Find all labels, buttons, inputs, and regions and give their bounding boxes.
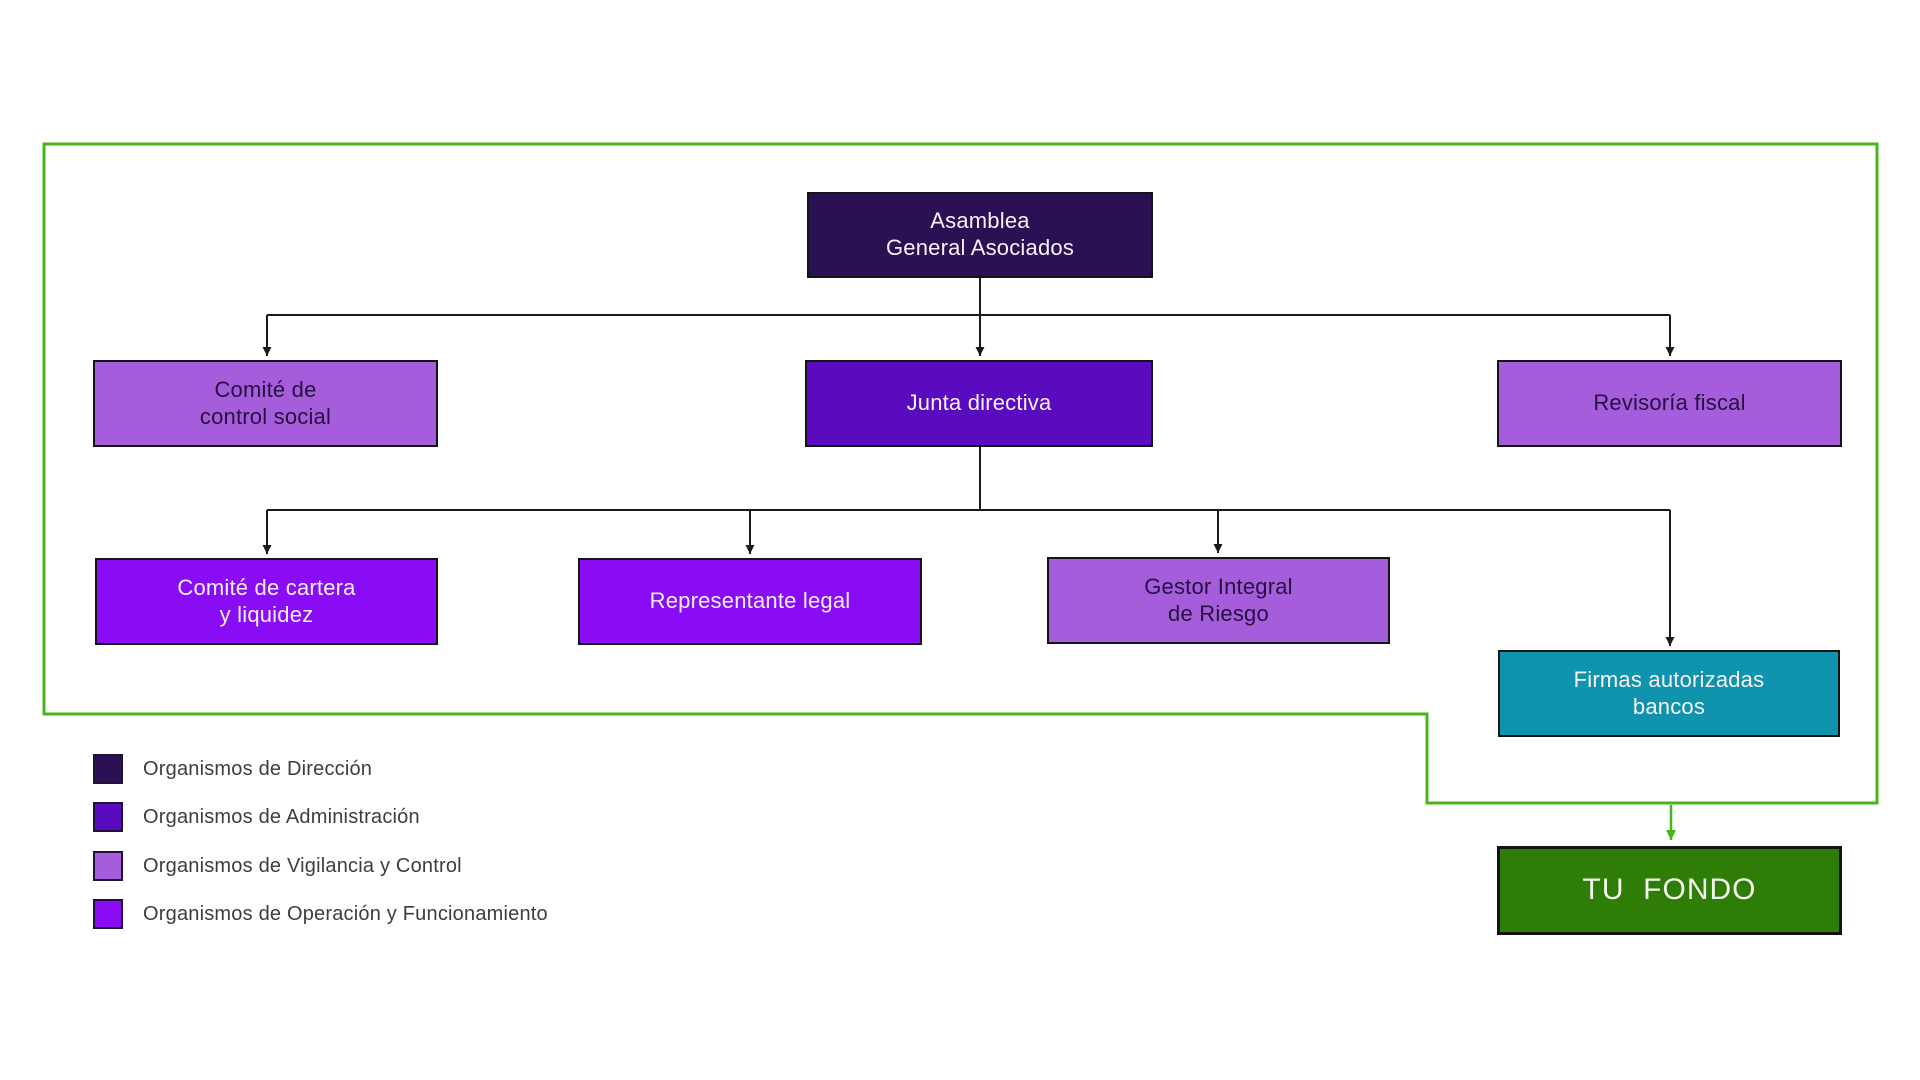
legend-swatch-operacion bbox=[93, 899, 123, 929]
node-comite-control-social: Comité de control social bbox=[93, 360, 438, 447]
legend-item-direccion: Organismos de Dirección bbox=[93, 754, 372, 784]
legend-label-operacion: Organismos de Operación y Funcionamiento bbox=[143, 902, 548, 925]
legend-item-administracion: Organismos de Administración bbox=[93, 802, 420, 832]
legend-label-administracion: Organismos de Administración bbox=[143, 805, 420, 828]
legend-swatch-administracion bbox=[93, 802, 123, 832]
legend-swatch-direccion bbox=[93, 754, 123, 784]
node-junta-directiva: Junta directiva bbox=[805, 360, 1153, 447]
node-gestor-integral-riesgo: Gestor Integral de Riesgo bbox=[1047, 557, 1390, 644]
node-representante-legal: Representante legal bbox=[578, 558, 922, 645]
legend-swatch-vigilancia bbox=[93, 851, 123, 881]
node-firmas-autorizadas-bancos: Firmas autorizadas bancos bbox=[1498, 650, 1840, 737]
connector-trunk-tier2 bbox=[267, 447, 1670, 511]
node-asamblea-general-asociados: Asamblea General Asociados bbox=[807, 192, 1153, 278]
node-revisoria-fiscal: Revisoría fiscal bbox=[1497, 360, 1842, 447]
connector-trunk-tier1 bbox=[267, 278, 1670, 316]
legend-item-vigilancia: Organismos de Vigilancia y Control bbox=[93, 851, 462, 881]
node-tu-fondo: TU FONDO bbox=[1497, 846, 1842, 935]
node-comite-cartera-liquidez: Comité de cartera y liquidez bbox=[95, 558, 438, 645]
legend-label-direccion: Organismos de Dirección bbox=[143, 757, 373, 780]
legend-item-operacion: Organismos de Operación y Funcionamiento bbox=[93, 899, 548, 929]
legend-label-vigilancia: Organismos de Vigilancia y Control bbox=[143, 854, 462, 877]
